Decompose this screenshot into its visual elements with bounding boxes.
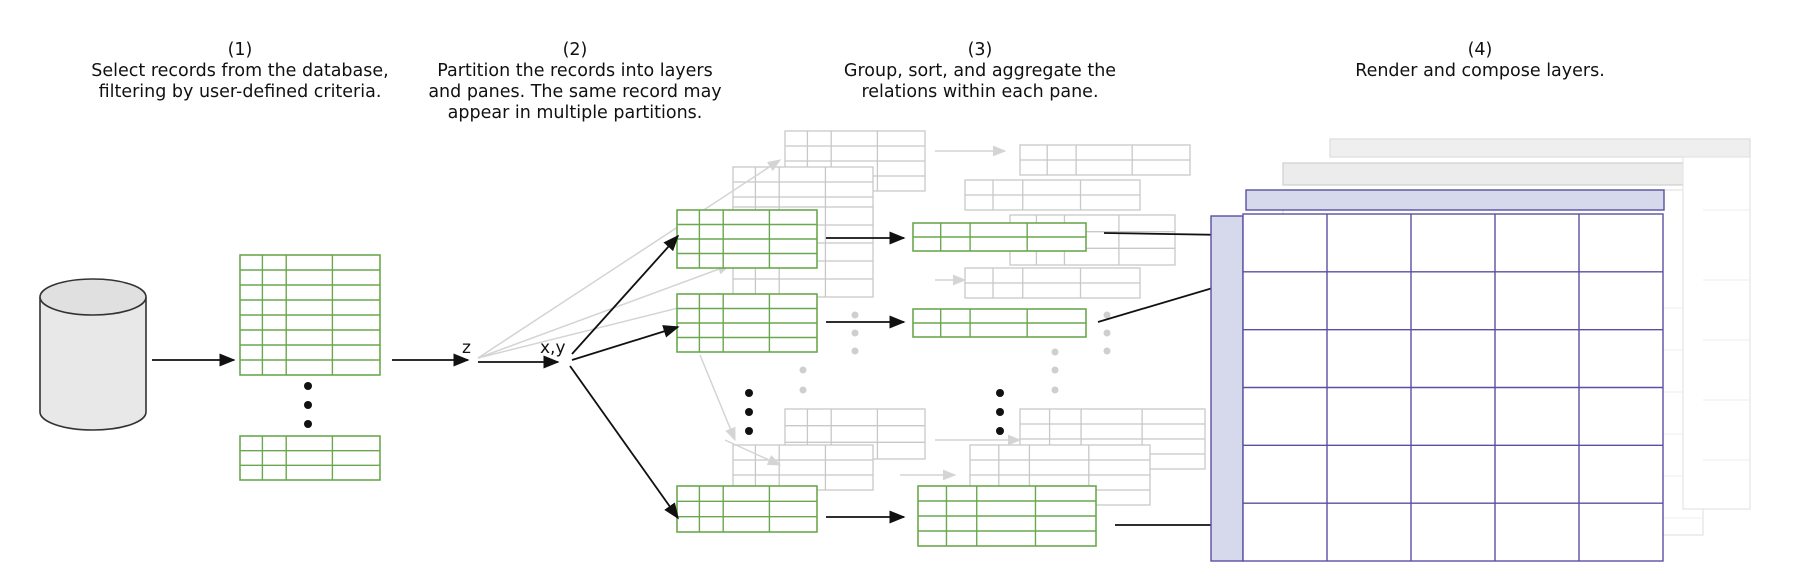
step-3-line-2: relations within each pane. — [861, 82, 1099, 102]
pane-ellipsis — [745, 389, 1004, 435]
step-4-number: (4) — [1467, 40, 1493, 60]
step-2-number: (2) — [562, 40, 588, 60]
step-1-record-tables — [239, 254, 381, 481]
step-1-line-1: Select records from the database, — [91, 61, 389, 81]
render-layer-back-header — [1329, 138, 1751, 158]
background-table-7 — [964, 267, 1141, 299]
step-4-caption: (4) Render and compose layers. — [1290, 40, 1670, 82]
step-3-caption: (3) Group, sort, and aggregate the relat… — [790, 40, 1170, 103]
step-1-number: (1) — [227, 40, 253, 60]
background-table-5 — [964, 179, 1141, 211]
background-dots — [799, 311, 1111, 394]
partition-table-3 — [676, 485, 818, 533]
render-layer-back-panel — [1682, 156, 1751, 510]
step-1-record-table-bottom — [239, 435, 381, 481]
step-4-line-1: Render and compose layers. — [1355, 61, 1605, 81]
step-2-line-1: Partition the records into layers — [437, 61, 713, 81]
z-label: z — [462, 338, 471, 358]
partition-table-2 — [676, 293, 818, 353]
step-1-ellipsis — [304, 382, 312, 428]
render-top-header-bar — [1245, 189, 1665, 211]
pane-tables — [676, 209, 1097, 547]
render-left-header-bar — [1210, 215, 1244, 562]
step-1-record-table-top — [239, 254, 381, 376]
step-1-line-2: filtering by user-defined criteria. — [98, 82, 382, 102]
background-layers — [732, 130, 1206, 506]
render-front-grid — [1242, 213, 1664, 562]
step-2-caption: (2) Partition the records into layers an… — [385, 40, 765, 124]
step-3-line-1: Group, sort, and aggregate the — [843, 61, 1117, 81]
render-layer-middle-header — [1282, 162, 1704, 186]
step-2-line-2: and panes. The same record may — [428, 82, 722, 102]
step-1-caption: (1) Select records from the database, fi… — [50, 40, 430, 103]
background-table-9 — [732, 444, 874, 491]
aggregated-table-1 — [912, 222, 1087, 252]
step-2-line-3: appear in multiple partitions. — [447, 103, 703, 123]
rendered-layers — [1210, 138, 1751, 562]
partition-table-1 — [676, 209, 818, 269]
step-3-number: (3) — [967, 40, 993, 60]
background-table-4 — [1019, 144, 1191, 176]
xy-label: x,y — [540, 338, 566, 358]
database-icon — [39, 278, 147, 431]
aggregated-table-2 — [912, 308, 1087, 338]
aggregated-table-3 — [917, 485, 1097, 547]
